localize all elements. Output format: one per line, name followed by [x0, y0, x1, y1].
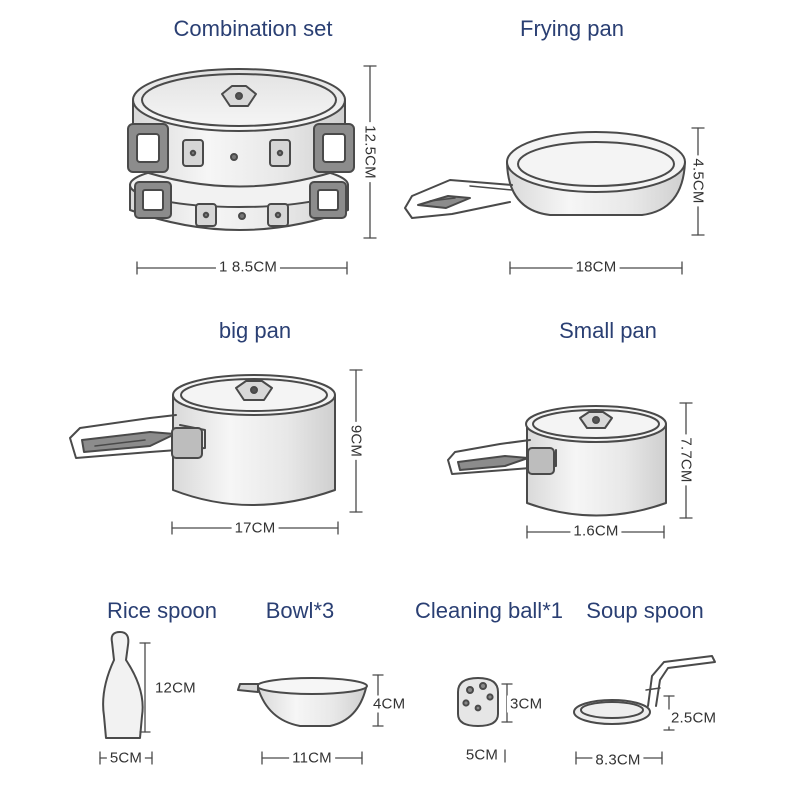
bowl-illustration	[237, 674, 384, 765]
ball-width-label: 5CM	[462, 746, 502, 764]
soup-width-label: 8.3CM	[592, 751, 644, 769]
small-height-label: 7.7CM	[677, 434, 695, 486]
title-small-pan: Small pan	[559, 318, 657, 343]
title-frying-pan: Frying pan	[520, 16, 624, 41]
big-pan-illustration	[69, 369, 363, 535]
combination-width-label: 1 8.5CM	[215, 258, 281, 276]
big-width-label: 17CM	[231, 519, 279, 537]
small-width-label: 1.6CM	[570, 522, 622, 540]
title-combination-set: Combination set	[173, 16, 333, 41]
combination-height-label: 12.5CM	[361, 122, 379, 182]
rice-height-label: 12CM	[152, 679, 199, 697]
cleaning-ball-illustration	[457, 677, 513, 763]
frying-width-label: 18CM	[572, 258, 620, 276]
rice-spoon-illustration	[99, 631, 153, 765]
bowl-height-label: 4CM	[370, 695, 409, 713]
small-pan-illustration	[447, 402, 693, 539]
big-height-label: 9CM	[347, 421, 365, 461]
title-rice-spoon: Rice spoon	[106, 598, 218, 623]
frying-pan-illustration	[404, 127, 705, 275]
bowl-width-label: 11CM	[289, 749, 335, 767]
ball-height-label: 3CM	[507, 695, 546, 713]
soup-height-label: 2.5CM	[668, 709, 720, 727]
title-soup-spoon: Soup spoon	[586, 598, 704, 623]
soup-spoon-illustration	[573, 655, 716, 765]
title-big-pan: big pan	[218, 318, 292, 343]
rice-width-label: 5CM	[106, 749, 146, 767]
frying-height-label: 4.5CM	[689, 155, 707, 207]
title-bowl: Bowl*3	[265, 598, 335, 623]
title-cleaning-ball: Cleaning ball*1	[415, 598, 563, 623]
combination-set-illustration	[127, 65, 377, 275]
